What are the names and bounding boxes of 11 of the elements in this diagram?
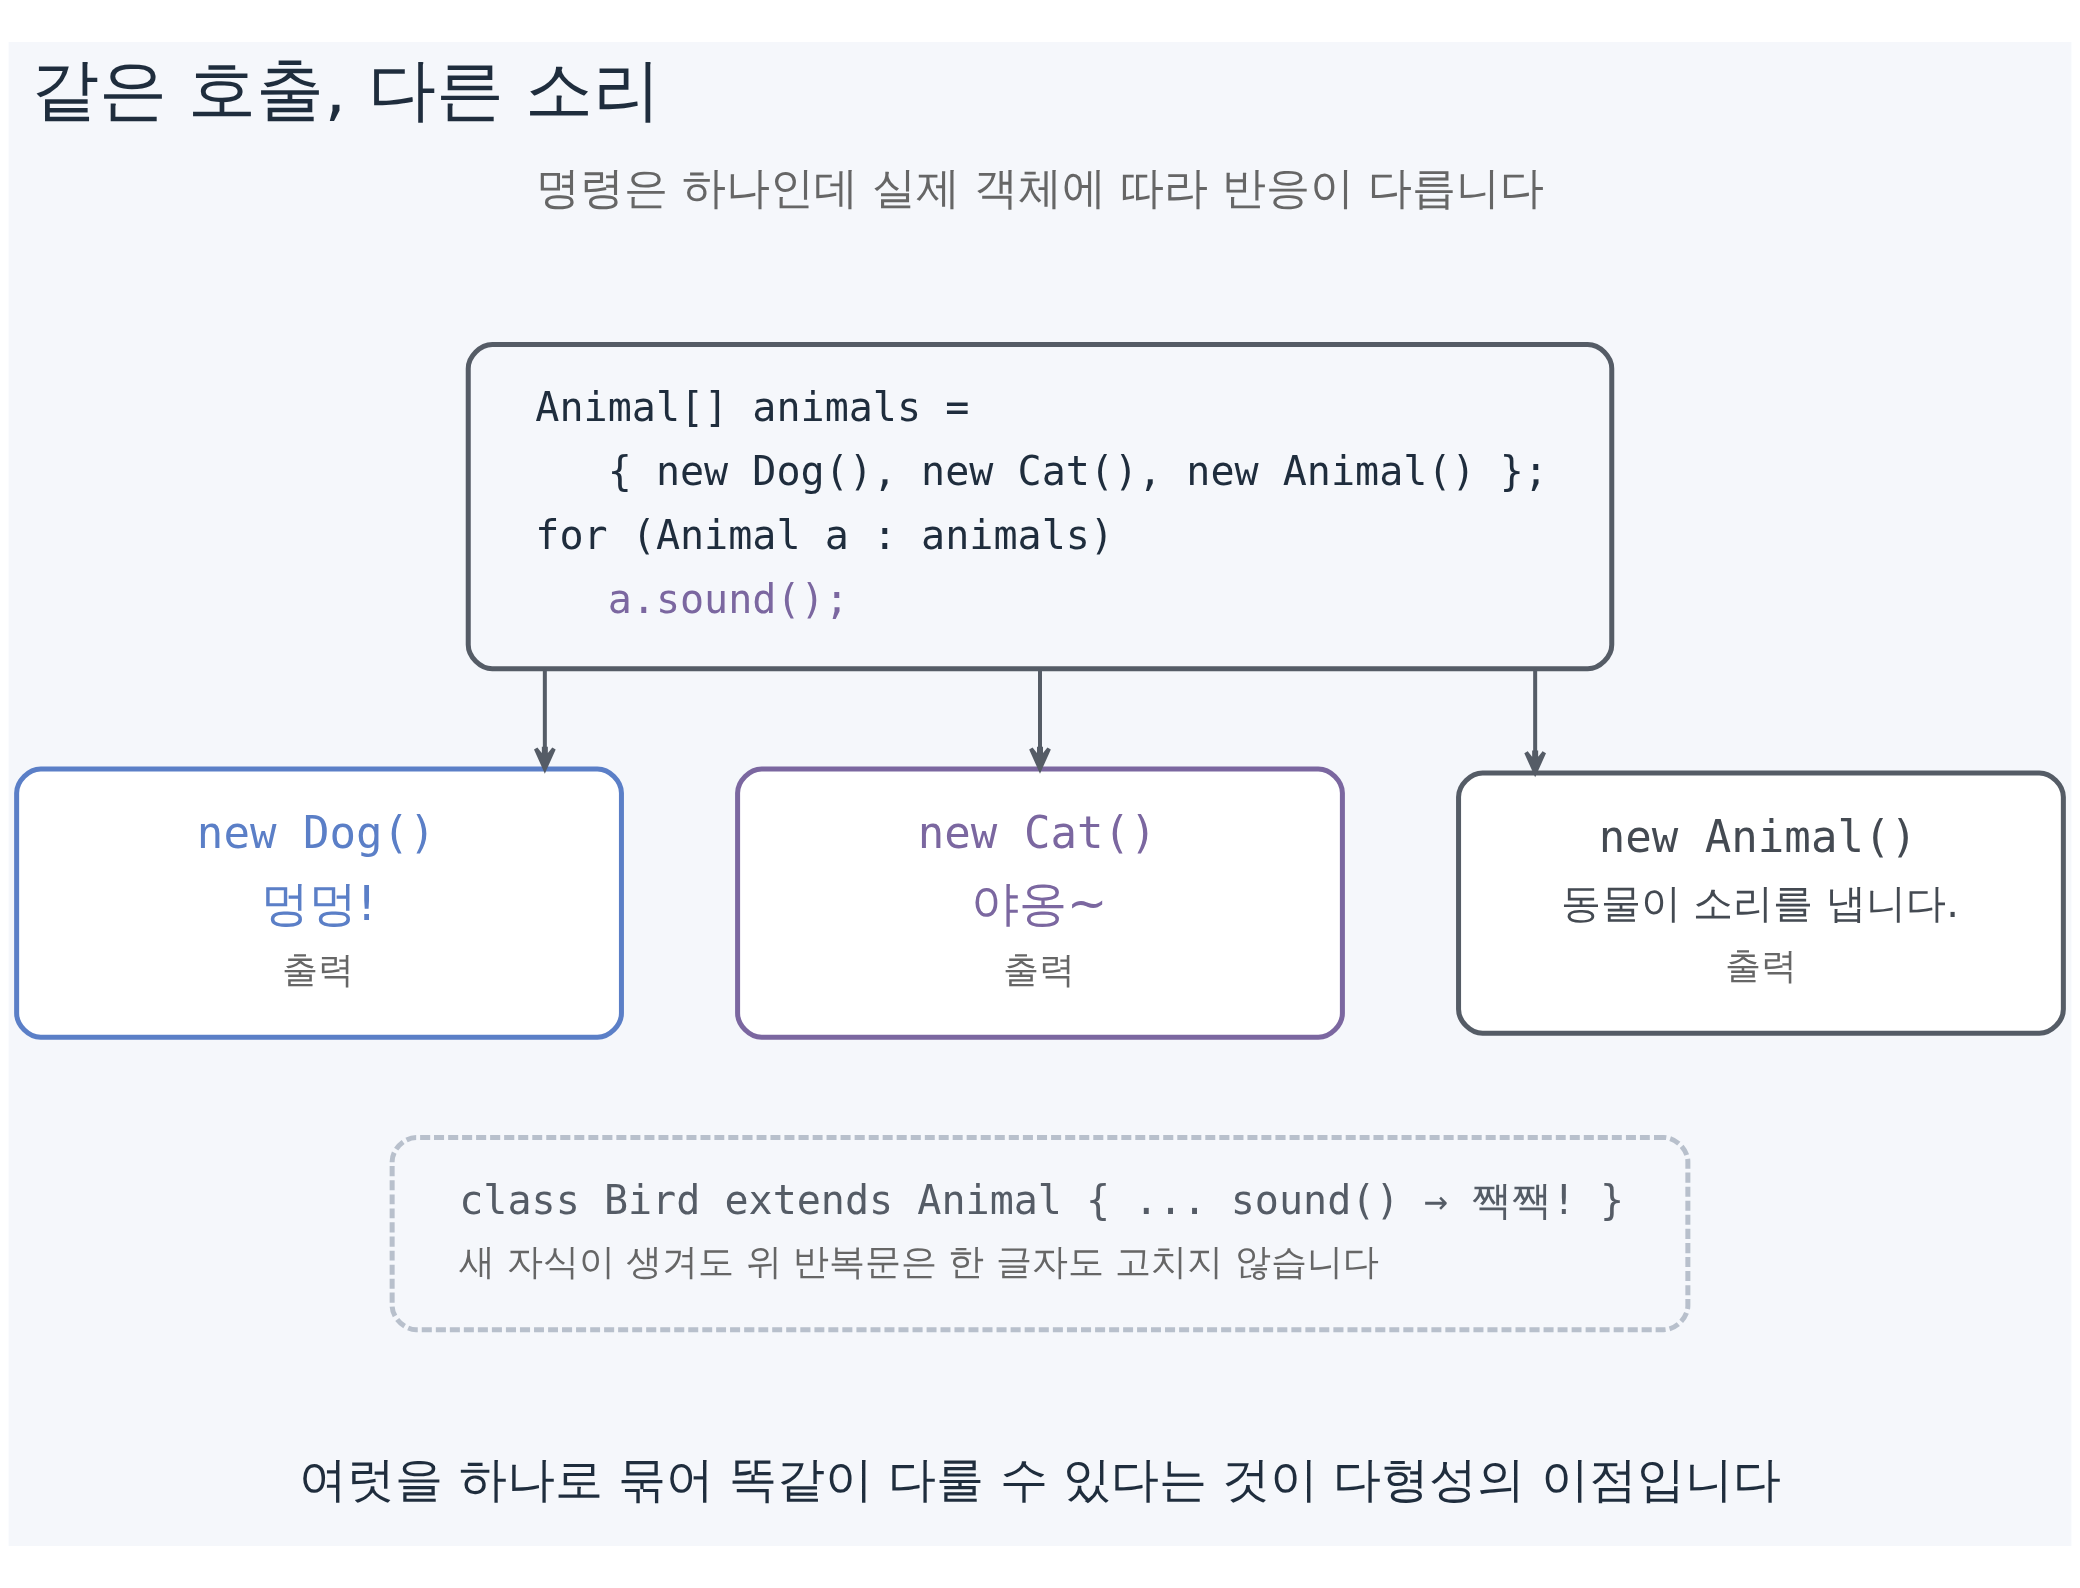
node-box: new Cat() 야옹~ 출력 [735,766,1345,1040]
node-box: class Bird extends Animal { ... sound() → 짹짹! } 새 자식이 생겨도 위 반복문은 한 글자도 고치지 않습니다 [389,1134,1691,1333]
arrow [533,669,556,771]
arrow [1029,669,1051,771]
node-box: Animal[] animals = { new Dog(), new Cat(), new Animal() }; for (Animal a : animals) a.sound(); [465,341,1615,672]
label: 명령은 하나인데 실제 객체에 따라 반응이 다릅니다 [535,162,1545,214]
diagram-title: 같은 호출, 다른 소리 [30,49,662,129]
label: 여럿을 하나로 묶어 똑같이 다룰 수 있다는 것이 다형성의 이점입니다 [299,1451,1781,1508]
arrow [1524,669,1547,775]
node-box: new Dog() 멍멍! 출력 [14,766,624,1040]
node-box: new Animal() 동물이 소리를 냅니다. 출력 [1456,770,2066,1036]
